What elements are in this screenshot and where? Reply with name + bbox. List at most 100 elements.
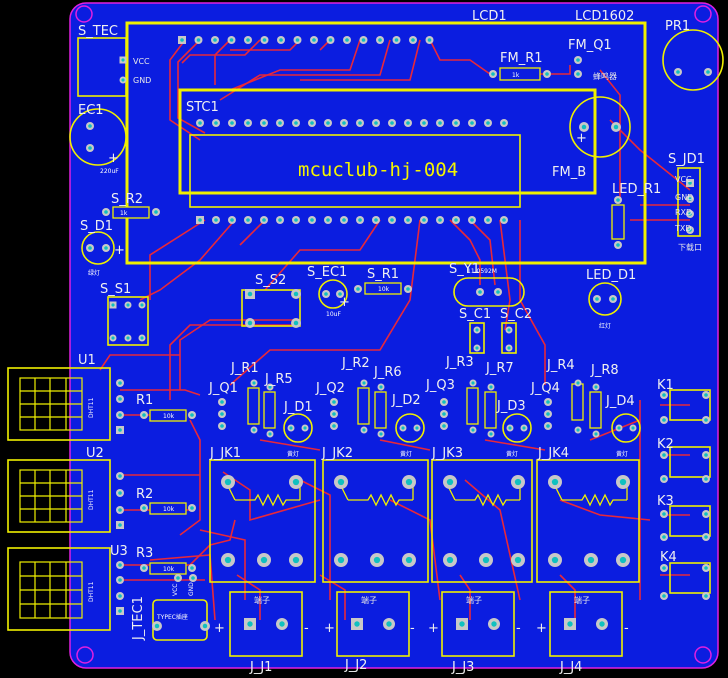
label-s-c1: S_C1 — [459, 307, 491, 322]
mcu-bottom-pin-13-hole — [390, 218, 394, 222]
u2-pin-3-hole — [118, 508, 122, 512]
label-j-d4: J_D4 — [605, 394, 635, 409]
label-j-d1: J_D1 — [283, 400, 313, 415]
jr5-pad-2-hole — [268, 432, 272, 436]
jj1-terminal: 端子 — [254, 595, 270, 605]
jr6-pad-1-hole — [379, 385, 383, 389]
jd1-pad-2-hole — [303, 426, 307, 430]
jr4-pad-1-hole — [576, 381, 580, 385]
label-fm-q1: FM_Q1 — [568, 38, 612, 53]
jk3-pad-1-hole — [446, 478, 454, 486]
mcu-bottom-pin-10-hole — [342, 218, 346, 222]
label-stc1: STC1 — [186, 100, 219, 115]
jq2-pad-3-hole — [332, 424, 336, 428]
label-j-r2: J_R2 — [341, 356, 370, 371]
label-s-r2: S_R2 — [111, 192, 143, 207]
jr6-pad-2-hole — [379, 432, 383, 436]
jj3-pad-1-hole — [459, 621, 465, 627]
u2-pin-4-hole — [118, 523, 122, 527]
mcu-bottom-pin-16-hole — [438, 218, 442, 222]
jr4-pad-2-hole — [576, 428, 580, 432]
jr3-pad-1-hole — [471, 381, 475, 385]
tec-gnd: GND — [188, 582, 195, 596]
jj4-terminal: 端子 — [574, 595, 590, 605]
jd1-vcc: VCC — [675, 175, 692, 184]
label-lcd1602: LCD1602 — [575, 9, 634, 24]
ss1-pad-1-hole — [111, 303, 115, 307]
label-j-r7: J_R7 — [485, 361, 514, 376]
mcu-top-pin-5-hole — [262, 121, 266, 125]
mcu-bottom-pin-17-hole — [454, 218, 458, 222]
jd1-color: 黄灯 — [287, 450, 299, 458]
k2-pad-3-hole — [662, 477, 666, 481]
typec-label: TYPEC插座 — [156, 613, 188, 621]
ledd1-color: 红灯 — [599, 322, 611, 330]
ss2-pad-3-hole — [247, 320, 253, 326]
label-k3: K3 — [657, 494, 674, 509]
fmb-pad-2-hole — [613, 124, 619, 130]
mcu-bottom-pin-20-hole — [502, 218, 506, 222]
jk2-pad-1-hole — [337, 478, 345, 486]
jj2-minus: - — [410, 621, 415, 636]
jd1-pin-3-hole — [688, 212, 692, 216]
jq3-pad-2-hole — [442, 412, 446, 416]
sec1-plus: + — [339, 295, 350, 310]
jr5-pad-1-hole — [268, 385, 272, 389]
jj2-pad-2-hole — [386, 621, 392, 627]
jj2-plus: + — [324, 621, 335, 636]
jj2-terminal: 端子 — [361, 595, 377, 605]
jd2-pad-2-hole — [415, 426, 419, 430]
jr3-pad-2-hole — [471, 428, 475, 432]
r3-pad-2-hole — [190, 566, 194, 570]
mcu-top-pin-9-hole — [326, 121, 330, 125]
mcu-bottom-pin-18-hole — [470, 218, 474, 222]
jj4-minus: - — [624, 621, 629, 636]
label-j-jk2: J_JK2 — [321, 446, 353, 461]
jd4-pad-1-hole — [617, 426, 621, 430]
mcu-top-pin-6-hole — [278, 121, 282, 125]
jd4-pad-2-hole — [631, 426, 635, 430]
ec1-pad-1-hole — [88, 146, 92, 150]
jj1-pad-2-hole — [279, 621, 285, 627]
lcd-pin-1-hole — [180, 38, 184, 42]
lcd-pin-7-hole — [279, 38, 283, 42]
mcu-bottom-pin-11-hole — [358, 218, 362, 222]
sr1-pad-2-hole — [406, 287, 410, 291]
jq1-pad-2-hole — [220, 412, 224, 416]
label-led-r1: LED_R1 — [612, 182, 661, 197]
ledd1-pad-2-hole — [611, 297, 615, 301]
jj4-pad-1-hole — [567, 621, 573, 627]
stec-gnd: GND — [133, 76, 151, 85]
sensor-grid-u3 — [19, 561, 83, 619]
mcu-bottom-pin-4-hole — [246, 218, 250, 222]
label-j-r1: J_R1 — [230, 361, 259, 376]
jk3-pad-5-hole — [514, 556, 522, 564]
jq4-pad-1-hole — [546, 400, 550, 404]
k2-pad-1-hole — [662, 453, 666, 457]
lcd-pin-5-hole — [246, 38, 250, 42]
board-title: mcuclub-hj-004 — [298, 159, 458, 181]
mcu-top-pin-13-hole — [390, 121, 394, 125]
jd2-color: 黄灯 — [400, 450, 412, 458]
jd1-gnd: GND — [675, 193, 693, 202]
r1-pad-2-hole — [190, 413, 194, 417]
mount-hole-tr — [694, 5, 712, 23]
jj1-plus: + — [214, 621, 225, 636]
typec-pad-3-hole — [176, 576, 180, 580]
mcu-bottom-pin-9-hole — [326, 218, 330, 222]
u2-pin-2-hole — [118, 491, 122, 495]
r2-value: 10k — [163, 506, 175, 513]
stec-vcc: VCC — [133, 57, 150, 66]
jr2-pad-2-hole — [362, 428, 366, 432]
u1-pin-3-hole — [118, 413, 122, 417]
jd1-download: 下载口 — [678, 242, 702, 252]
k3-pad-4-hole — [704, 535, 708, 539]
mcu-top-pin-15-hole — [422, 121, 426, 125]
mount-hole-br — [694, 646, 712, 664]
fmb-pad-1-hole — [581, 124, 587, 130]
ledd1-pad-1-hole — [595, 297, 599, 301]
y1-pad-2-hole — [496, 290, 500, 294]
label-s-jd1: S_JD1 — [668, 152, 705, 167]
sd1-plus: + — [114, 243, 125, 258]
